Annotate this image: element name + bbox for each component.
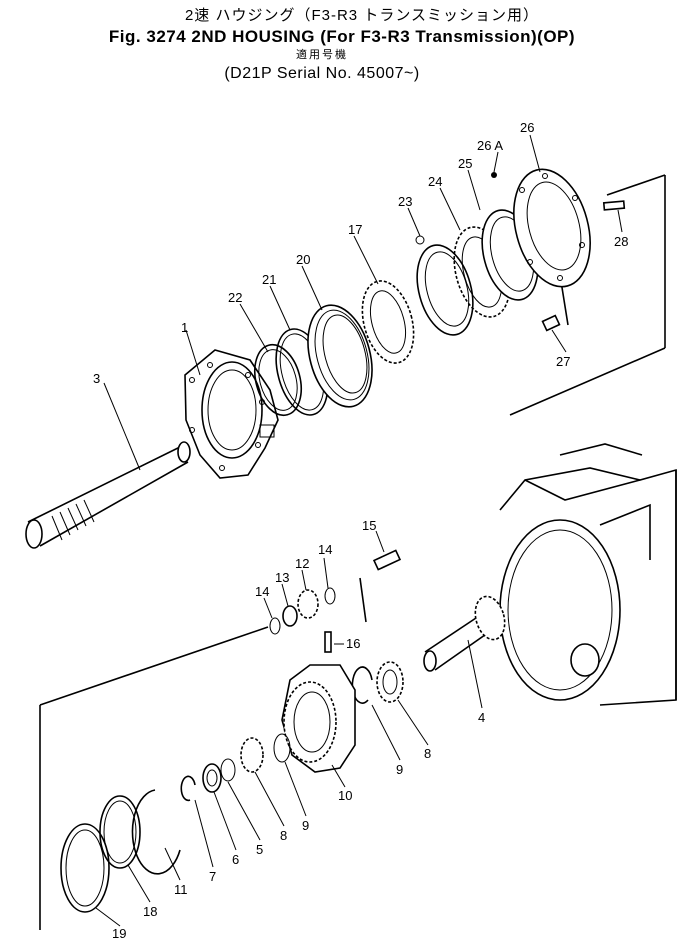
part-10-carrier: [281, 664, 356, 773]
transmission-case: [499, 443, 677, 706]
callout-15: 15: [362, 518, 376, 533]
part-18-ring: [99, 795, 141, 869]
part-9-snap-ring-upper: [351, 666, 373, 704]
part-26-end-plate: [491, 168, 591, 288]
callout-22: 22: [228, 290, 242, 305]
callout-8b: 8: [280, 828, 287, 843]
part-19-ring: [60, 823, 110, 913]
part-15-pin: [372, 549, 402, 571]
callout-14a: 14: [255, 584, 269, 599]
part-14-washer-a: [269, 617, 281, 635]
callout-7: 7: [209, 869, 216, 884]
callout-6: 6: [232, 852, 239, 867]
callout-19: 19: [112, 926, 126, 938]
callout-1: 1: [181, 320, 188, 335]
part-8-gear-upper: [376, 661, 404, 703]
part-13-bearing: [282, 605, 298, 627]
part-22-ring: [253, 343, 303, 417]
part-27-plug: [541, 314, 561, 332]
leader-lines: [95, 134, 623, 927]
part-12-planet-gear: [297, 589, 319, 619]
callout-27: 27: [556, 354, 570, 369]
callout-24: 24: [428, 174, 442, 189]
callout-9b: 9: [302, 818, 309, 833]
callout-11: 11: [174, 882, 188, 897]
part-20-piston: [307, 304, 373, 408]
lower-frame-lines: [39, 577, 367, 930]
callout-8a: 8: [424, 746, 431, 761]
callout-14b: 14: [318, 542, 332, 557]
part-8-gear-lower: [240, 737, 264, 773]
part-11-retaining-ring: [131, 789, 181, 875]
callout-9a: 9: [396, 762, 403, 777]
callout-26a: 26 A: [477, 138, 503, 153]
callout-17: 17: [348, 222, 362, 237]
callout-23: 23: [398, 194, 412, 209]
title-japanese: 2速 ハウジング（F3-R3 トランスミッション用）: [184, 7, 540, 24]
callout-10: 10: [338, 788, 352, 803]
part-5-washer: [220, 758, 236, 782]
part-16-pin: [324, 631, 332, 653]
part-14-washer-b: [324, 587, 336, 605]
callout-5: 5: [256, 842, 263, 857]
callout-28: 28: [614, 234, 628, 249]
part-7-snap-ring: [180, 775, 196, 802]
applicable-models-label: 適用号機: [296, 49, 348, 61]
callout-21: 21: [262, 272, 276, 287]
callout-18: 18: [143, 904, 157, 919]
callout-25: 25: [458, 156, 472, 171]
callout-26: 26: [520, 120, 534, 135]
part-9-snap-ring-lower: [273, 733, 291, 763]
callout-12: 12: [295, 556, 309, 571]
part-28-pin: [602, 200, 626, 211]
part-4-input-shaft: [423, 595, 506, 672]
part-6-bearing: [202, 763, 222, 793]
callout-3: 3: [93, 371, 100, 386]
serial-number: (D21P Serial No. 45007~): [224, 65, 420, 82]
part-3-shaft: [25, 441, 191, 549]
callout-20: 20: [296, 252, 310, 267]
callout-16: 16: [346, 636, 360, 651]
callout-4: 4: [478, 710, 485, 725]
figure-title: Fig. 3274 2ND HOUSING (For F3-R3 Transmi…: [108, 27, 576, 46]
part-1-housing-plate: [184, 349, 279, 479]
callout-labels: 1 3 22 21 20 17 23 24 25 26 A 26 28 27 4…: [93, 120, 628, 938]
part-23-separator-plate: [415, 235, 474, 336]
callout-13: 13: [275, 570, 289, 585]
